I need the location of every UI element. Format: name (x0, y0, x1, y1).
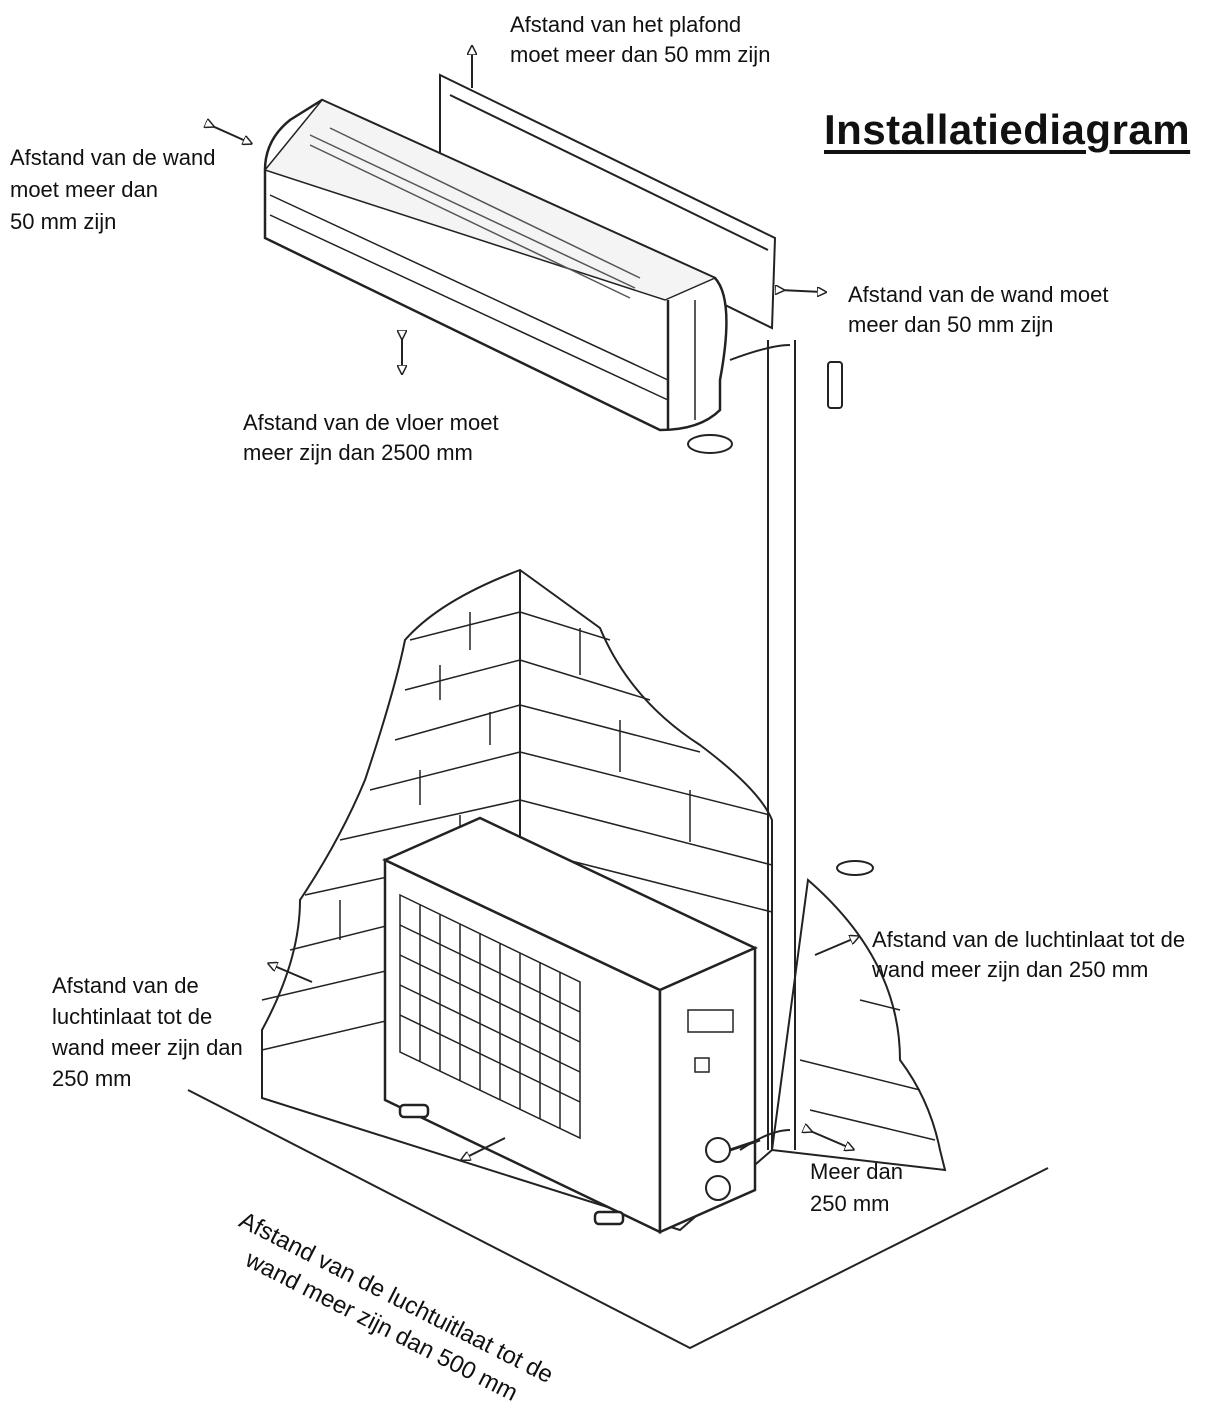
ceiling-clearance-label: Afstand van het plafond moet meer dan 50… (510, 12, 771, 67)
wall-clearance-left-label: Afstand van de wand moet meer dan 50 mm … (10, 145, 216, 234)
outdoor-fan-grille (399, 893, 581, 1140)
inlet-left-arrow (272, 965, 313, 983)
side-clearance-label: Meer dan 250 mm (810, 1159, 903, 1216)
installation-diagram (187, 0, 1049, 1350)
indoor-unit (263, 98, 728, 432)
mounting-plate (439, 73, 777, 330)
outdoor-unit (381, 816, 759, 1234)
refrigerant-piping (687, 340, 874, 1152)
clearance-arrows (210, 50, 855, 1158)
air-inlet-right-label: Afstand van de luchtinlaat tot de wand m… (872, 927, 1186, 982)
wall-right-arrow (780, 290, 822, 292)
side-clearance-arrow (808, 1130, 850, 1148)
outlet-arrow (465, 1137, 506, 1158)
floor-slab (187, 1089, 1049, 1350)
inlet-right-arrow (814, 938, 855, 956)
diagram-title: Installatiediagram (824, 106, 1191, 153)
wall-left-arrow (210, 125, 248, 142)
floor-clearance-label: Afstand van de vloer moet meer zijn dan … (243, 410, 499, 465)
air-inlet-left-label: Afstand van de luchtinlaat tot de wand m… (52, 973, 243, 1091)
indoor-louver-vents (309, 127, 641, 299)
wall-clearance-right-label: Afstand van de wand moet meer dan 50 mm … (848, 282, 1109, 337)
